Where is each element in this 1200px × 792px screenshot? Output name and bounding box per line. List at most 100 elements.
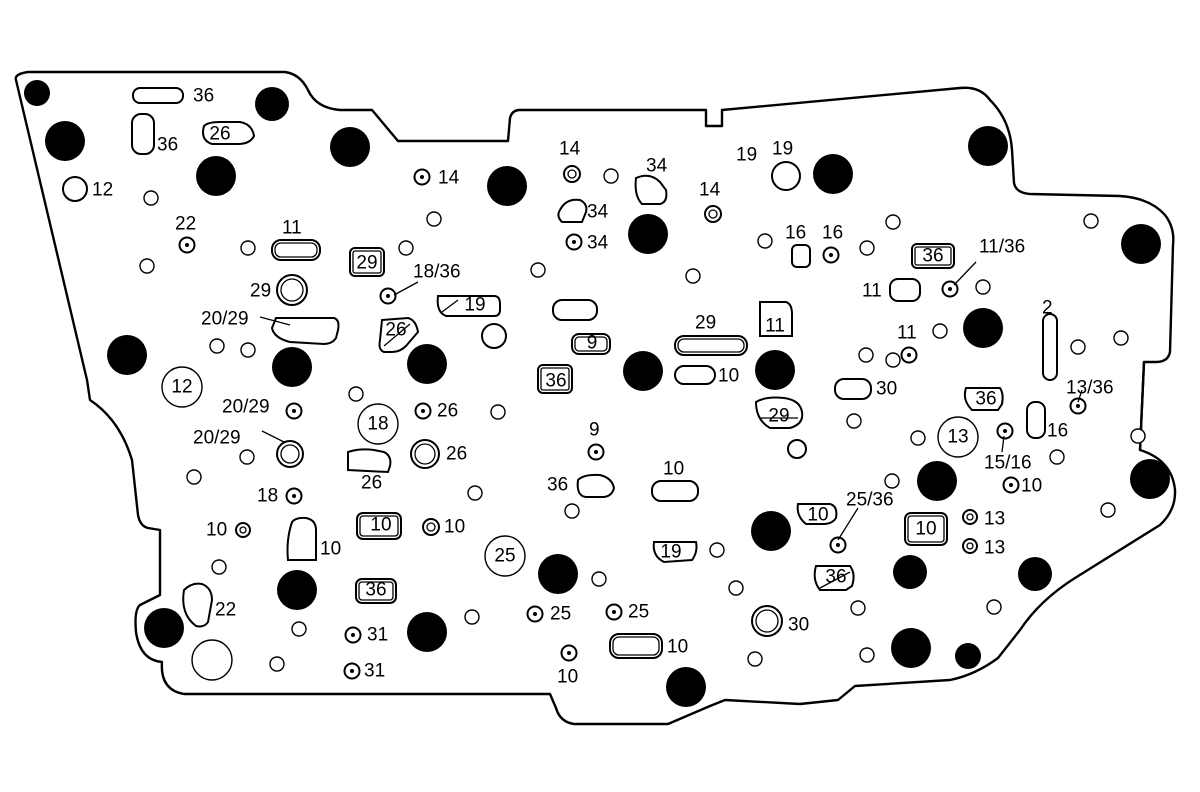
part-label: 19 [464, 295, 485, 316]
dotted-port-center [533, 612, 537, 616]
shaped-port [436, 295, 501, 317]
open-hole [975, 279, 991, 295]
part-label: 9 [589, 420, 600, 441]
shaped-port [796, 503, 838, 525]
part-label: 10 [807, 505, 828, 526]
bolt-hole [968, 126, 1008, 166]
open-hole [1083, 213, 1099, 229]
open-hole [467, 485, 483, 501]
dotted-port-center [612, 610, 616, 614]
bolt-hole [144, 608, 184, 648]
part-label: 26 [437, 401, 458, 422]
bolt-hole [487, 166, 527, 206]
part-label: 15/16 [984, 453, 1032, 474]
slot-port-inner [540, 367, 570, 391]
part-label: 26 [209, 124, 230, 145]
open-hole [859, 240, 875, 256]
dotted-port-center [1003, 429, 1007, 433]
shaped-port [270, 317, 340, 346]
open-hole [591, 571, 607, 587]
part-label: 31 [367, 625, 388, 646]
open-hole [728, 580, 744, 596]
part-label: 19 [660, 542, 681, 563]
dotted-port-center [292, 494, 296, 498]
circled-label-ring [357, 403, 399, 445]
open-hole [859, 647, 875, 663]
shaped-port [652, 541, 698, 564]
part-label: 14 [438, 168, 460, 189]
open-hole [291, 621, 307, 637]
part-label: 18/36 [413, 262, 461, 283]
open-hole [490, 404, 506, 420]
ring-port-inner [426, 522, 436, 532]
shaped-port [576, 473, 616, 498]
shaped-port [557, 198, 588, 223]
small-holes [62, 168, 1146, 672]
shaped-port [347, 448, 392, 474]
slot-port [889, 278, 921, 302]
shaped-port [963, 387, 1004, 411]
ring-port-inner [708, 209, 718, 219]
ring-port-inner [239, 526, 247, 534]
leader-line [261, 430, 285, 443]
bolt-hole [272, 347, 312, 387]
ring-port-inner [414, 443, 436, 465]
part-label: 11 [765, 316, 785, 337]
dotted-port-center [567, 651, 571, 655]
open-hole [885, 214, 901, 230]
part-label: 10 [444, 517, 465, 538]
slot-port [834, 378, 872, 400]
open-hole [1113, 330, 1129, 346]
open-hole [932, 323, 948, 339]
bolt-hole [955, 643, 981, 669]
open-hole [846, 413, 862, 429]
open-hole [850, 600, 866, 616]
bolt-hole [1121, 224, 1161, 264]
part-label: 36 [975, 389, 996, 410]
bolt-hole [24, 80, 50, 106]
part-label: 10 [1021, 476, 1042, 497]
part-label: 26 [446, 444, 467, 465]
bolt-hole [1018, 557, 1052, 591]
open-hole [747, 651, 763, 667]
part-label: 25/36 [846, 490, 894, 511]
slot-port [674, 365, 716, 385]
part-label: 26 [361, 473, 382, 494]
bolt-holes [24, 80, 1170, 707]
open-hole [685, 268, 701, 284]
part-label: 25 [628, 602, 649, 623]
leader-line [1001, 435, 1005, 453]
dotted-port-center [185, 243, 189, 247]
slot-port-inner [359, 515, 399, 537]
leader-line [953, 261, 977, 286]
open-hole [209, 338, 225, 354]
slot-port-inner [352, 250, 382, 274]
shaped-port [813, 565, 855, 591]
part-label: 20/29 [193, 428, 241, 449]
bolt-hole [407, 344, 447, 384]
part-label: 29 [695, 313, 716, 334]
leader-line [837, 507, 859, 541]
part-label: 11 [282, 218, 302, 239]
part-label: 16 [785, 223, 806, 244]
shaped-port-inner [383, 323, 411, 347]
ports [131, 87, 1087, 681]
part-label: 22 [215, 600, 236, 621]
part-label: 13 [947, 427, 968, 448]
open-hole [986, 599, 1002, 615]
part-label: 10 [320, 539, 341, 560]
open-hole [910, 430, 926, 446]
leader-line [393, 281, 419, 296]
shaped-port-inner [819, 571, 851, 589]
dotted-port-center [1076, 404, 1080, 408]
part-label: 34 [587, 202, 609, 223]
open-hole [885, 352, 901, 368]
open-hole [603, 168, 619, 184]
ring-port-inner [966, 513, 974, 521]
open-port [771, 161, 801, 191]
open-hole [1049, 449, 1065, 465]
dotted-port-center [292, 409, 296, 413]
part-label: 18 [367, 414, 388, 435]
bolt-hole [196, 156, 236, 196]
